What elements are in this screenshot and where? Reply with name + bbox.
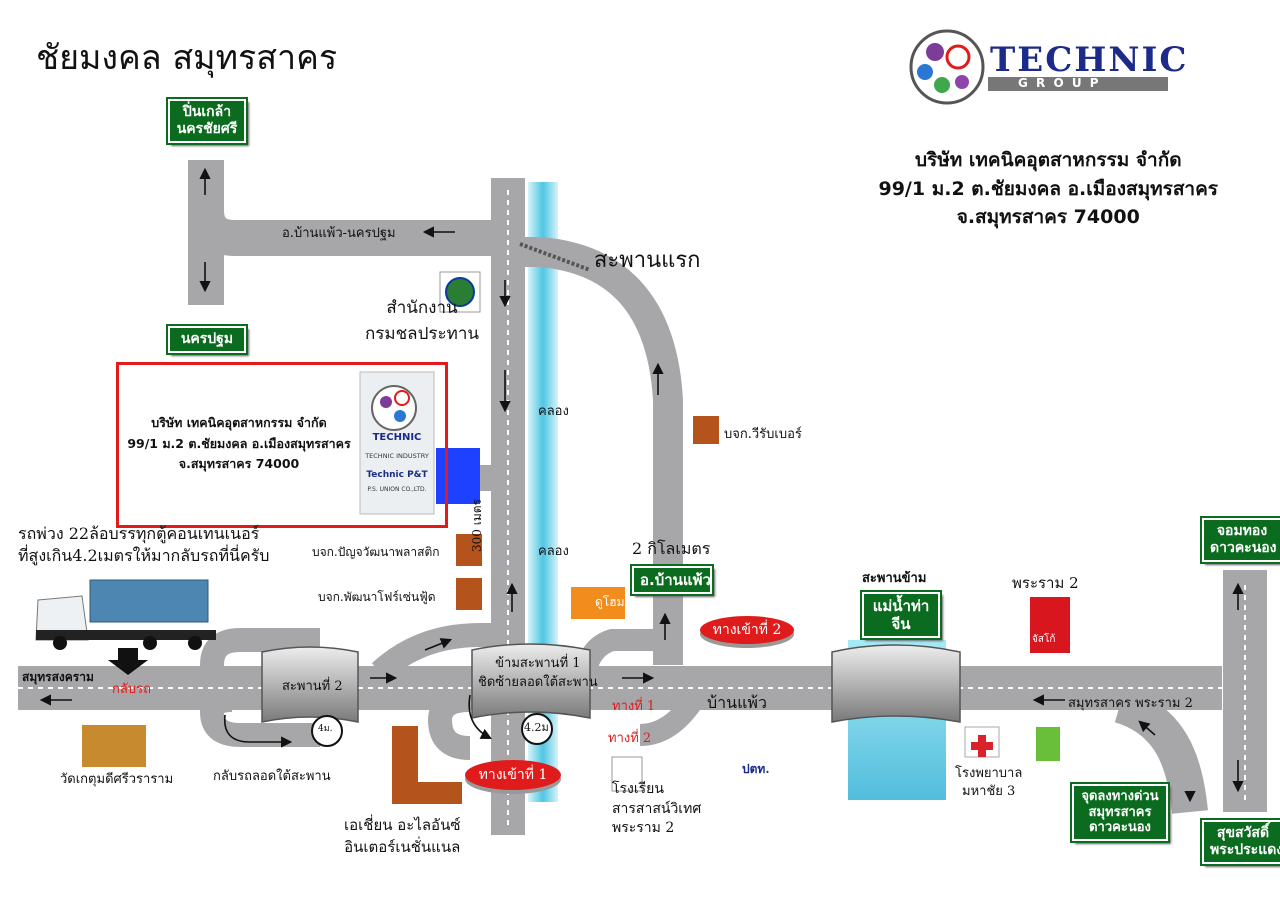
wirubber-building xyxy=(693,416,719,444)
entry-2-badge: ทางเข้าที่ 2 xyxy=(700,616,794,644)
label-temple: วัดเกตุมดีศรีวราราม xyxy=(60,772,174,787)
label-bridge-2: สะพานที่ 2 xyxy=(282,679,343,694)
sign-river: แม่น้ำท่าจีน xyxy=(860,590,942,640)
school-logo xyxy=(611,756,643,792)
panja-building xyxy=(456,534,482,566)
label-height-42: 4.2ม xyxy=(524,721,549,734)
label-lane-1: ทางที่ 1 xyxy=(612,699,656,714)
factory-sign-post xyxy=(359,371,435,515)
label-homepro: ดูโฮม xyxy=(595,595,625,609)
factory-address-2: จ.สมุทรสาคร 74000 xyxy=(178,456,300,472)
label-canal-2: คลอง xyxy=(538,544,569,559)
height-signs xyxy=(311,713,553,747)
sign-banphaeo: อ.บ้านแพ้ว xyxy=(630,564,714,596)
label-panja: บจก.ปัญจวัฒนาพลาสติก xyxy=(312,545,440,559)
label-ptt: ปตท. xyxy=(742,762,770,776)
loop-bridge2 xyxy=(200,628,320,747)
bridges xyxy=(261,242,961,723)
label-irrigation: สำนักงาน กรมชลประทาน xyxy=(365,298,480,344)
buildings xyxy=(82,271,1070,804)
label-samut-songkhram: สมุทรสงคราม xyxy=(22,670,94,684)
center-lines xyxy=(18,190,1246,830)
direction-arrows xyxy=(39,167,1244,803)
label-road-right: สมุทรสาคร พระราม 2 xyxy=(1068,696,1193,711)
factory-sign-text: TECHNIC xyxy=(372,432,422,443)
factory-company-name: บริษัท เทคนิคอุตสาหกรรม จำกัด xyxy=(151,415,327,430)
bridge-1-shape xyxy=(471,643,591,719)
label-school: โรงเรียน สารสาสน์วิเทศ พระราม 2 xyxy=(612,781,702,837)
label-u-turn: กลับรถ xyxy=(112,682,151,697)
label-300m: 300 เมตร xyxy=(470,499,484,552)
factory-building xyxy=(436,448,480,504)
label-banphaeo-road: บ้านแพ้ว xyxy=(707,693,767,712)
factory-highlight-box xyxy=(116,362,448,528)
label-bridge-cross: สะพานข้าม xyxy=(862,571,927,586)
label-wirubber: บจก.วีรับเบอร์ xyxy=(724,427,802,442)
label-jusco: จัสโก้ xyxy=(1032,634,1056,645)
temple-picture xyxy=(82,725,146,767)
factory-address-1: 99/1 ม.2 ต.ชัยมงคล อ.เมืองสมุทรสาคร xyxy=(127,435,351,451)
label-first-bridge: สะพานแรก xyxy=(594,248,701,273)
lane-diagonal xyxy=(639,683,710,746)
bigc-logo xyxy=(1036,727,1060,761)
sign-nakhonpathom: นครปฐม xyxy=(166,324,248,355)
first-bridge-rail xyxy=(519,242,591,272)
label-rama2: พระราม 2 xyxy=(1012,574,1079,592)
label-hospital: โรงพยาบาล มหาชัย 3 xyxy=(955,766,1023,800)
page-title: ชัยมงคล สมุทรสาคร xyxy=(36,38,338,78)
label-height-4: 4ม. xyxy=(318,724,333,734)
company-address-2: จ.สมุทรสาคร 74000 xyxy=(956,206,1140,228)
asian-building xyxy=(392,726,462,804)
label-road-top: อ.บ้านแพ้ว-นครปฐม xyxy=(282,226,396,241)
banphaeo-curve xyxy=(508,237,683,665)
loop-bridge1 xyxy=(371,623,508,760)
truck-image xyxy=(35,579,216,650)
factory-address: บริษัท เทคนิคอุตสาหกรรม จำกัด 99/1 ม.2 ต… xyxy=(126,413,352,475)
sign-expressway: จุดลงทางด่วน สมุทรสาคร ดาวคะนอง xyxy=(1070,782,1170,843)
label-uturn-under: กลับรถลอดใต้สะพาน xyxy=(213,769,331,784)
jusco-logo xyxy=(1030,597,1070,653)
phatthana-building xyxy=(456,578,482,610)
technic-logo-mark xyxy=(909,29,1168,105)
factory-sign-sub: TECHNIC INDUSTRY xyxy=(365,452,429,460)
label-bridge-1: ข้ามสะพานที่ 1 ชิดซ้ายลอดใต้สะพาน xyxy=(478,656,598,690)
label-truck-note: รถพ่วง 22ล้อบรรทุกตู้คอนเทนเนอร์ ที่สูงเ… xyxy=(18,524,270,565)
factory-sign-co: P.S. UNION CO.,LTD. xyxy=(367,486,427,493)
company-name: บริษัท เทคนิคอุตสาหกรรม จำกัด xyxy=(914,149,1182,171)
technic-group: G R O U P xyxy=(1018,76,1101,90)
sign-jomthong: จอมทอง ดาวคะนอง xyxy=(1200,516,1280,564)
label-canal-1: คลอง xyxy=(538,404,569,419)
label-2km: 2 กิโลเมตร xyxy=(632,539,711,558)
entry-1-badge: ทางเข้าที่ 1 xyxy=(465,760,561,790)
sign-sukhsawat: สุขสวัสดิ์ พระประแดง xyxy=(1200,818,1280,866)
factory-sign-brand: Technic P&T xyxy=(366,470,428,480)
company-address-block: บริษัท เทคนิคอุตสาหกรรม จำกัด 99/1 ม.2 ต… xyxy=(878,146,1218,232)
sign-pinklao: ปิ่นเกล้า นครชัยศรี xyxy=(166,97,248,145)
homepro-logo xyxy=(571,587,625,619)
label-phatthana: บจก.พัฒนาโฟร์เซ่นฟู้ด xyxy=(318,590,436,604)
label-asian: เอเชี่ยน อะไลอันซ์ อินเตอร์เนชั่นแนล xyxy=(344,816,461,856)
company-address-1: 99/1 ม.2 ต.ชัยมงคล อ.เมืองสมุทรสาคร xyxy=(878,177,1218,200)
river-bridge-shape xyxy=(831,644,961,723)
technic-brand: TECHNIC xyxy=(990,40,1189,80)
u-turn-arrow xyxy=(108,648,148,675)
label-lane-2: ทางที่ 2 xyxy=(608,731,652,746)
bridge-2-shape xyxy=(261,646,359,723)
